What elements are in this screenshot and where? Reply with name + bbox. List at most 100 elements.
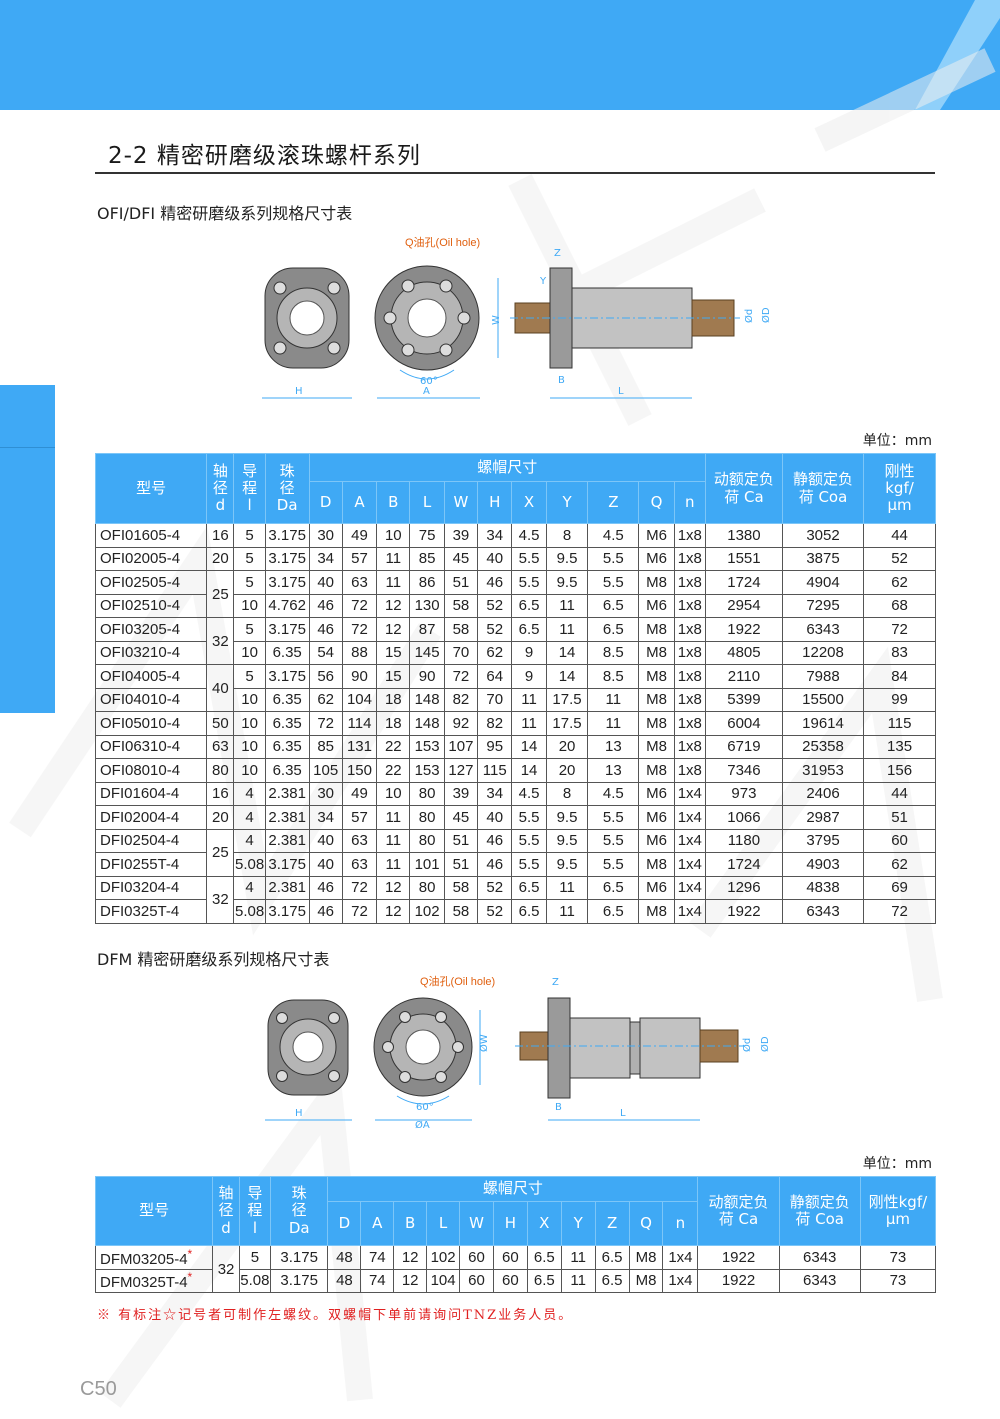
table-cell: M8	[628, 1268, 664, 1293]
table-cell: 11	[587, 687, 640, 712]
dfm-side-view: Z B L Ød ØD	[515, 977, 771, 1121]
table-cell: 90	[341, 664, 378, 689]
ofi-th-q: Q	[638, 481, 675, 524]
table-cell: 5.08	[233, 852, 266, 877]
table-cell: M8	[638, 758, 675, 783]
model-cell: OFI03205-4	[94, 617, 208, 642]
table-cell: 74	[360, 1245, 395, 1270]
table-cell: 3.175	[264, 523, 310, 548]
table-cell: 5.5	[587, 805, 640, 830]
table-cell: 13	[587, 758, 640, 783]
table-cell: 52	[477, 617, 513, 642]
table-cell: 1296	[704, 875, 783, 900]
table-cell: 102	[426, 1245, 461, 1270]
table-cell: 57	[341, 546, 378, 571]
table-cell: 11	[545, 899, 589, 924]
model-cell: OFI02005-4	[94, 546, 208, 571]
table-cell: 6.5	[587, 617, 640, 642]
table-cell: 105	[308, 758, 343, 783]
table-cell: 2.381	[264, 828, 310, 853]
table-cell: 5.5	[511, 805, 547, 830]
table-cell: 99	[863, 687, 936, 712]
table-cell: 156	[863, 758, 936, 783]
table-cell: M8	[638, 640, 675, 665]
table-cell: 72	[308, 711, 343, 736]
table-cell: 82	[443, 687, 479, 712]
table-cell: 60	[492, 1245, 528, 1270]
model-cell: DFM0325T-4*	[94, 1268, 214, 1293]
table-cell: 9.5	[545, 805, 589, 830]
table-cell: 10	[376, 781, 411, 806]
table-cell: 6.5	[511, 899, 547, 924]
table-cell: 46	[477, 570, 513, 595]
ofi-oil-hole-label: Q油孔(Oil hole)	[405, 235, 480, 249]
table-cell: 8.5	[587, 664, 640, 689]
table-cell: 1x8	[673, 687, 706, 712]
table-cell: 5.5	[587, 570, 640, 595]
table-cell: 18	[376, 711, 411, 736]
table-cell: 10	[233, 758, 266, 783]
table-cell: 34	[308, 546, 343, 571]
table-cell: 14	[511, 734, 547, 759]
table-cell: 48	[327, 1245, 362, 1270]
table-cell: M8	[638, 852, 675, 877]
table-cell: 11	[376, 570, 411, 595]
svg-text:60°: 60°	[420, 376, 438, 387]
table-cell: 60	[863, 828, 936, 853]
table-cell: 51	[443, 852, 479, 877]
table-cell: 11	[560, 1268, 596, 1293]
table-cell: M8	[638, 664, 675, 689]
table-cell: 2.381	[264, 781, 310, 806]
table-cell: 8	[545, 781, 589, 806]
table-cell: 32	[206, 617, 235, 665]
table-cell: 63	[341, 828, 378, 853]
table-cell: 14	[511, 758, 547, 783]
table-cell: 8.5	[587, 640, 640, 665]
svg-text:ØW: ØW	[478, 1034, 490, 1052]
table-cell: M8	[638, 711, 675, 736]
table-cell: 3.175	[264, 852, 310, 877]
table-cell: 148	[409, 687, 445, 712]
table-cell: M8	[638, 899, 675, 924]
ofi-th-rigid: 刚性kgf/μm	[863, 453, 936, 524]
table-cell: 4	[233, 828, 266, 853]
table-cell: 4.5	[511, 781, 547, 806]
table-cell: 63	[206, 734, 235, 759]
model-cell: OFI05010-4	[94, 711, 208, 736]
table-cell: 6.5	[511, 593, 547, 618]
table-cell: 48	[327, 1268, 362, 1293]
table-cell: 20	[206, 546, 235, 571]
banner-stripe	[915, 0, 1000, 110]
ofi-th-lead: 导程l	[233, 453, 266, 524]
table-cell: 14	[545, 640, 589, 665]
model-cell: OFI03210-4	[94, 640, 208, 665]
table-cell: 1180	[704, 828, 783, 853]
dfm-th-model: 型号	[94, 1176, 214, 1246]
dfm-th-w: W	[459, 1201, 494, 1246]
table-cell: 11	[545, 617, 589, 642]
table-cell: M6	[638, 828, 675, 853]
table-cell: 5	[233, 546, 266, 571]
dfm-th-h: H	[492, 1201, 528, 1246]
table-cell: 115	[477, 758, 513, 783]
table-cell: 101	[409, 852, 445, 877]
table-cell: 104	[341, 687, 378, 712]
table-cell: 51	[443, 570, 479, 595]
table-cell: 2.381	[264, 875, 310, 900]
table-cell: M8	[638, 570, 675, 595]
ofi-drawing: Q油孔(Oil hole) H 60° A W Z Y	[262, 235, 772, 399]
dfm-th-x: X	[526, 1201, 562, 1246]
table-cell: 82	[477, 711, 513, 736]
table-cell: 51	[443, 828, 479, 853]
table-cell: 69	[863, 875, 936, 900]
table-cell: 51	[863, 805, 936, 830]
table-cell: 2987	[781, 805, 865, 830]
model-cell: DFI02504-4	[94, 828, 208, 853]
table-cell: 5.5	[511, 852, 547, 877]
section-title: 2-2 精密研磨级滚珠螺杆系列	[108, 143, 421, 169]
table-cell: 52	[477, 899, 513, 924]
ofi-unit: 单位：mm	[862, 433, 932, 449]
